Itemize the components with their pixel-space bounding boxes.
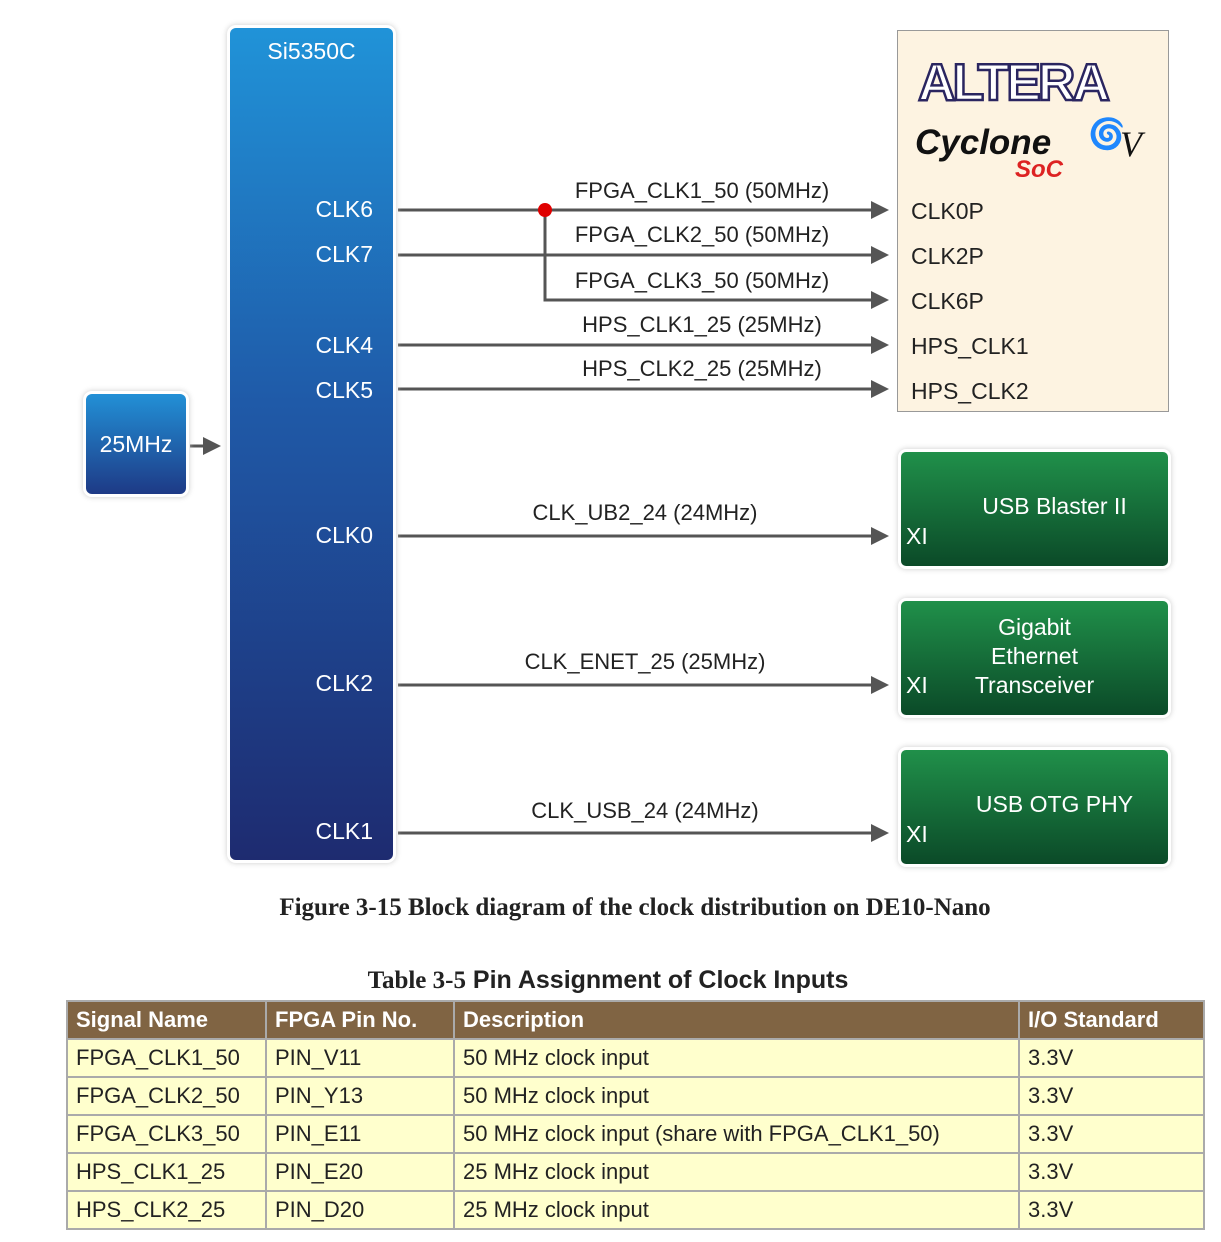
fpga-pin: CLK6P xyxy=(911,288,984,314)
clk-label: CLK7 xyxy=(315,241,373,267)
table-cell: 50 MHz clock input (share with FPGA_CLK1… xyxy=(453,1114,1020,1154)
oscillator-block: 25MHz xyxy=(86,394,186,494)
clock-pin-table: Signal Name FPGA Pin No. Description I/O… xyxy=(66,1000,1205,1230)
table-number: Table 3-5 xyxy=(367,967,466,994)
table-cell: FPGA_CLK3_50 xyxy=(66,1114,267,1154)
table-cell: 50 MHz clock input xyxy=(453,1038,1020,1078)
signal-label: CLK_UB2_24 (24MHz) xyxy=(532,500,758,525)
table-cell: HPS_CLK2_25 xyxy=(66,1190,267,1230)
si5350c-block: Si5350C CLK6 CLK7 CLK4 CLK5 CLK0 CLK2 CL… xyxy=(230,28,393,860)
swirl-icon: 🌀 xyxy=(1088,118,1126,151)
table-cell: HPS_CLK1_25 xyxy=(66,1152,267,1192)
clk-label: CLK4 xyxy=(315,332,373,358)
col-header: FPGA Pin No. xyxy=(265,1000,455,1040)
usb-otg-block: USB OTG PHY XI xyxy=(901,750,1168,864)
signal-label: CLK_ENET_25 (25MHz) xyxy=(524,649,766,674)
signal-label: FPGA_CLK1_50 (50MHz) xyxy=(574,178,830,203)
figure-caption: Figure 3-15 Block diagram of the clock d… xyxy=(279,894,991,921)
clk-label: CLK0 xyxy=(315,522,373,548)
connection-lines xyxy=(190,201,889,842)
table-cell: 3.3V xyxy=(1018,1114,1205,1154)
cyclone-logo: Cyclone xyxy=(915,123,1052,162)
col-header: Description xyxy=(453,1000,1020,1040)
table-cell: PIN_D20 xyxy=(265,1190,455,1230)
fpga-pin: HPS_CLK2 xyxy=(911,378,1029,404)
table-cell: 3.3V xyxy=(1018,1076,1205,1116)
table-cell: 3.3V xyxy=(1018,1190,1205,1230)
signal-label: FPGA_CLK2_50 (50MHz) xyxy=(574,222,830,247)
soc-logo: SoC xyxy=(1015,156,1063,183)
clk-label: CLK2 xyxy=(315,670,373,696)
device-name: Gigabit Ethernet Transceiver xyxy=(974,614,1095,698)
device-pin: XI xyxy=(906,523,928,549)
fpga-pin: CLK2P xyxy=(911,243,984,269)
device-pin: XI xyxy=(906,821,928,847)
table-cell: FPGA_CLK1_50 xyxy=(66,1038,267,1078)
device-pin: XI xyxy=(906,672,928,698)
col-header: I/O Standard xyxy=(1018,1000,1205,1040)
fpga-block: ALTERA Cyclone 🌀 V SoC CLK0P CLK2P CLK6P… xyxy=(897,30,1169,412)
table-cell: PIN_Y13 xyxy=(265,1076,455,1116)
fpga-pin: CLK0P xyxy=(911,198,984,224)
table-title-text: Pin Assignment of Clock Inputs xyxy=(472,966,849,994)
table-cell: PIN_V11 xyxy=(265,1038,455,1078)
cyclone-version: V xyxy=(1120,124,1142,164)
col-header: Signal Name xyxy=(66,1000,267,1040)
table-cell: 3.3V xyxy=(1018,1152,1205,1192)
usb-blaster-block: USB Blaster II XI xyxy=(901,452,1168,566)
table-cell: 25 MHz clock input xyxy=(453,1152,1020,1192)
junction-dot xyxy=(538,203,552,217)
clk-label: CLK1 xyxy=(315,818,373,844)
table-header: Signal Name FPGA Pin No. Description I/O… xyxy=(66,1000,1205,1040)
table-cell: PIN_E20 xyxy=(265,1152,455,1192)
fpga-pin: HPS_CLK1 xyxy=(911,333,1029,359)
signal-label: FPGA_CLK3_50 (50MHz) xyxy=(574,268,830,293)
table-cell: FPGA_CLK2_50 xyxy=(66,1076,267,1116)
device-name: USB OTG PHY xyxy=(975,791,1134,817)
signal-label: HPS_CLK2_25 (25MHz) xyxy=(582,356,822,381)
clk-label: CLK5 xyxy=(315,377,373,403)
table-title: Table 3-5 Pin Assignment of Clock Inputs xyxy=(0,966,1216,995)
signal-label: CLK_USB_24 (24MHz) xyxy=(531,798,759,823)
table-cell: 25 MHz clock input xyxy=(453,1190,1020,1230)
table-cell: PIN_E11 xyxy=(265,1114,455,1154)
ethernet-block: Gigabit Ethernet Transceiver XI xyxy=(901,601,1168,715)
altera-logo: ALTERA xyxy=(917,53,1112,114)
chip-name: Si5350C xyxy=(267,38,356,64)
wire-fpga-clk3 xyxy=(543,210,889,309)
clk-label: CLK6 xyxy=(315,196,373,222)
signal-label: HPS_CLK1_25 (25MHz) xyxy=(582,312,822,337)
table-cell: 50 MHz clock input xyxy=(453,1076,1020,1116)
table-cell: 3.3V xyxy=(1018,1038,1205,1078)
device-name: USB Blaster II xyxy=(982,493,1127,519)
